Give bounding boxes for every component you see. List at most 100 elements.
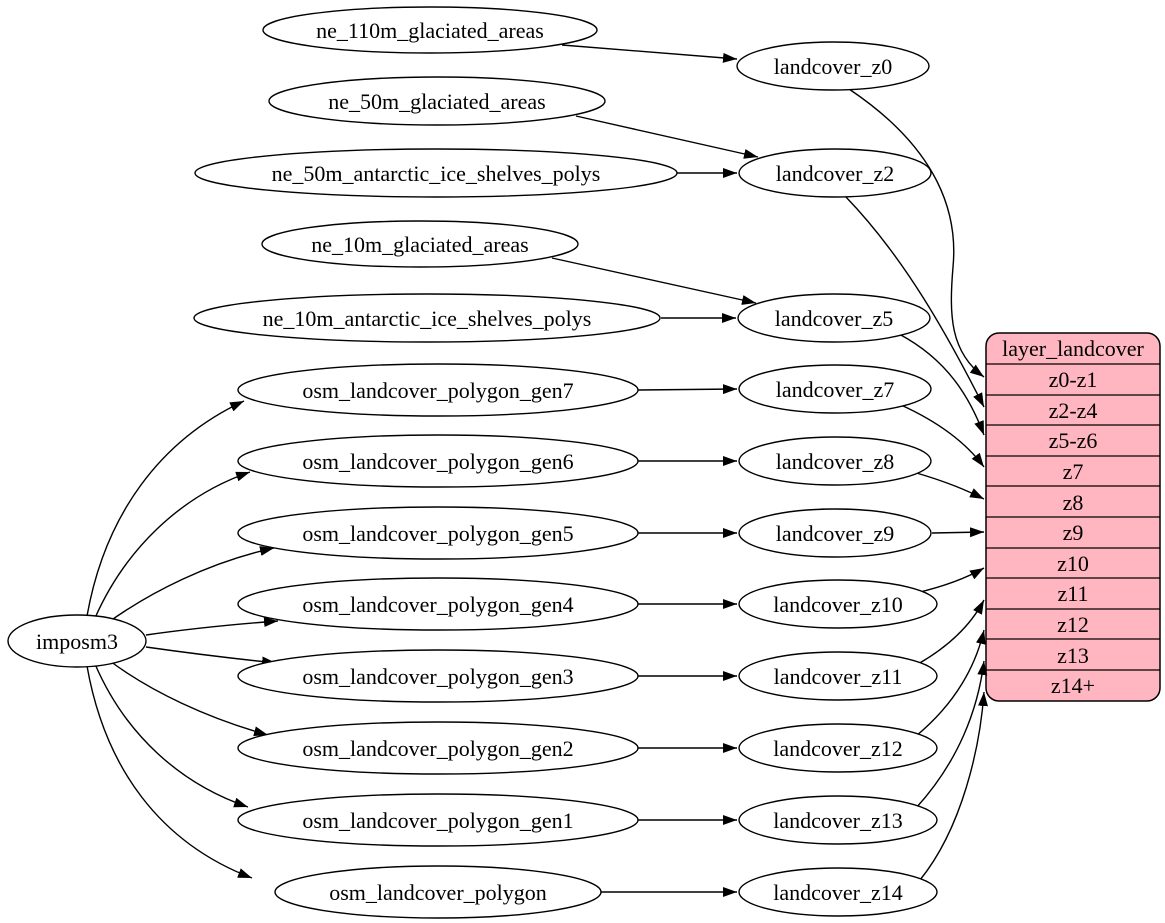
table-row-z5-z6: z5-z6 xyxy=(1049,428,1098,453)
node-ne-110m-glaciated-areas: ne_110m_glaciated_areas xyxy=(262,6,598,54)
edge-imposm3-to-gen7 xyxy=(86,400,245,617)
node-osm-landcover-polygon-gen5: osm_landcover_polygon_gen5 xyxy=(237,506,639,560)
edge-z5-to-row-z5-z6 xyxy=(898,333,985,436)
table-row-z0-z1: z0-z1 xyxy=(1049,367,1098,392)
edge-z13-to-row-z13 xyxy=(915,660,988,809)
node-label: landcover_z14 xyxy=(773,880,903,905)
node-ellipse xyxy=(738,148,932,198)
node-ne-10m-antarctic-ice-shelves-polys: ne_10m_antarctic_ice_shelves_polys xyxy=(193,293,661,343)
node-ellipse xyxy=(738,436,932,486)
node-label: landcover_z0 xyxy=(774,54,893,79)
node-label: ne_50m_glaciated_areas xyxy=(328,89,545,114)
node-landcover-z9: landcover_z9 xyxy=(738,508,932,558)
node-ellipse xyxy=(237,363,639,417)
node-label: osm_landcover_polygon_gen3 xyxy=(302,664,573,689)
table-title: layer_landcover xyxy=(1002,336,1144,361)
node-label: ne_110m_glaciated_areas xyxy=(316,18,544,43)
node-ne-10m-glaciated-areas: ne_10m_glaciated_areas xyxy=(261,220,579,268)
node-landcover-z2: landcover_z2 xyxy=(738,148,932,198)
edge-z9-to-row-z9 xyxy=(931,527,985,538)
node-ellipse xyxy=(237,434,639,488)
node-osm-landcover-polygon-gen1: osm_landcover_polygon_gen1 xyxy=(237,793,639,847)
node-ellipse xyxy=(268,76,606,126)
node-ne-50m-glaciated-areas: ne_50m_glaciated_areas xyxy=(268,76,606,126)
node-label: imposm3 xyxy=(36,629,118,654)
node-label: landcover_z9 xyxy=(776,521,895,546)
node-osm-landcover-polygon-gen2: osm_landcover_polygon_gen2 xyxy=(237,721,639,775)
node-landcover-z8: landcover_z8 xyxy=(738,436,932,486)
table-row-z12: z12 xyxy=(1057,612,1089,637)
node-label: osm_landcover_polygon_gen4 xyxy=(302,592,573,617)
node-ellipse xyxy=(237,721,639,775)
node-ellipse xyxy=(738,579,938,629)
node-ellipse xyxy=(237,793,639,847)
edge-ne10m-glaciated-to-z5 xyxy=(551,257,757,305)
edge-imposm3-to-gen1 xyxy=(94,663,249,808)
table-row-z13: z13 xyxy=(1057,643,1089,668)
node-ellipse xyxy=(738,795,938,845)
table-row-z14plus: z14+ xyxy=(1051,673,1095,698)
edge-z10-to-row-z10 xyxy=(915,567,985,594)
node-label: ne_10m_glaciated_areas xyxy=(311,232,528,257)
node-ellipse xyxy=(738,867,938,917)
node-ellipse xyxy=(7,614,147,668)
node-ellipse xyxy=(237,577,639,631)
edge-z8-to-row-z8 xyxy=(912,471,985,500)
node-ellipse xyxy=(237,506,639,560)
node-landcover-z13: landcover_z13 xyxy=(738,795,938,845)
node-ellipse xyxy=(274,865,602,919)
node-label: osm_landcover_polygon_gen7 xyxy=(302,378,573,403)
node-osm-landcover-polygon-gen3: osm_landcover_polygon_gen3 xyxy=(237,649,639,703)
table-row-z10: z10 xyxy=(1057,551,1089,576)
edge-ne110m-to-z0 xyxy=(561,44,738,63)
node-ellipse xyxy=(262,6,598,54)
table-row-z2-z4: z2-z4 xyxy=(1049,398,1098,423)
node-landcover-z12: landcover_z12 xyxy=(738,723,938,773)
edge-z11-to-row-z11 xyxy=(917,599,985,665)
node-landcover-z0: landcover_z0 xyxy=(736,41,930,91)
edge-imposm3-to-gen2 xyxy=(105,657,269,737)
node-landcover-z11: landcover_z11 xyxy=(738,651,938,701)
table-row-z8: z8 xyxy=(1063,490,1084,515)
node-ellipse xyxy=(738,364,932,414)
edge-imposm3-to-gen5 xyxy=(105,546,275,625)
node-label: osm_landcover_polygon_gen6 xyxy=(302,449,573,474)
edge-z7-to-row-z7 xyxy=(900,404,985,468)
table-row-z7: z7 xyxy=(1063,459,1084,484)
node-ellipse xyxy=(738,651,938,701)
node-label: ne_10m_antarctic_ice_shelves_polys xyxy=(263,306,592,331)
edge-ne50m-glaciated-to-z2 xyxy=(575,115,759,159)
edge-z0-to-row-z0-z1 xyxy=(848,88,985,378)
node-ne-50m-antarctic-ice-shelves-polys: ne_50m_antarctic_ice_shelves_polys xyxy=(194,148,678,198)
edge-z12-to-row-z12 xyxy=(915,629,986,737)
node-landcover-z5: landcover_z5 xyxy=(737,293,931,343)
node-ellipse xyxy=(194,148,678,198)
node-ellipse xyxy=(237,649,639,703)
node-label: osm_landcover_polygon_gen2 xyxy=(302,736,573,761)
node-osm-landcover-polygon-gen7: osm_landcover_polygon_gen7 xyxy=(237,363,639,417)
edge-imposm3-to-gen6 xyxy=(94,471,251,619)
node-ellipse xyxy=(738,508,932,558)
node-ellipse xyxy=(193,293,661,343)
node-osm-landcover-polygon-gen6: osm_landcover_polygon_gen6 xyxy=(237,434,639,488)
node-label: landcover_z13 xyxy=(773,808,903,833)
node-landcover-z10: landcover_z10 xyxy=(738,579,938,629)
node-osm-landcover-polygon: osm_landcover_polygon xyxy=(274,865,602,919)
node-ellipse xyxy=(261,220,579,268)
edge-z2-to-row-z2-z4 xyxy=(844,195,985,408)
edge-gen7-to-z7 xyxy=(637,384,738,395)
edge-imposm3-to-gen3 xyxy=(145,646,277,667)
node-ellipse xyxy=(736,41,930,91)
table-row-z9: z9 xyxy=(1063,520,1084,545)
table-layer-landcover: layer_landcover z0-z1 z2-z4 z5-z6 z7 z8 … xyxy=(985,332,1161,702)
node-ellipse xyxy=(737,293,931,343)
node-osm-landcover-polygon-gen4: osm_landcover_polygon_gen4 xyxy=(237,577,639,631)
node-label: landcover_z10 xyxy=(773,592,903,617)
node-label: landcover_z2 xyxy=(776,161,895,186)
node-label: landcover_z8 xyxy=(776,449,895,474)
node-landcover-z7: landcover_z7 xyxy=(738,364,932,414)
edge-imposm3-to-polygon xyxy=(86,665,253,879)
edge-z14-to-row-z14plus xyxy=(919,691,988,881)
